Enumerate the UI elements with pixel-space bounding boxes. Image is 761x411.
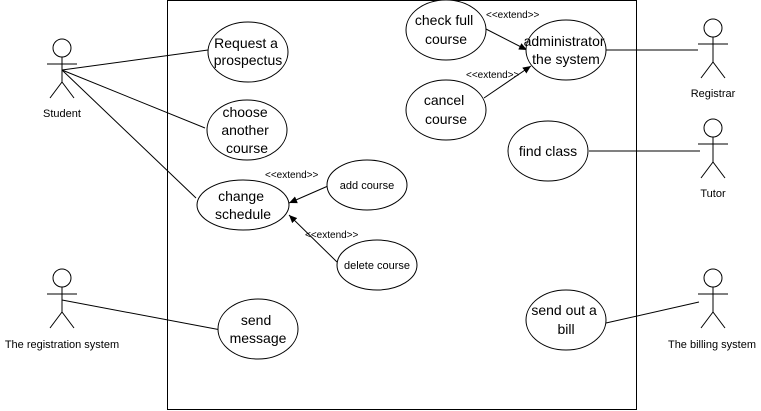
use-case-send-out-bill: send out a bill [525, 289, 607, 351]
svg-text:cancel course: cancel course [424, 92, 468, 127]
use-case-check-full-course: check full course [405, 0, 487, 61]
actor-billing-system-label: The billing system [668, 339, 756, 351]
actor-registrar-label: Registrar [691, 88, 736, 100]
use-case-send-message: send message [217, 298, 299, 360]
actor-tutor-label: Tutor [700, 188, 726, 200]
extend-label-add: <<extend>> [265, 170, 319, 181]
svg-text:send message: send message [230, 312, 287, 346]
use-case-choose-another-course: choose another course [206, 99, 288, 161]
actor-registration-system: The registration system [5, 268, 119, 351]
actor-student: Student [43, 38, 81, 120]
actor-registration-system-label: The registration system [5, 339, 119, 351]
svg-text:check full course: check full course [415, 12, 477, 47]
association-lines [61, 49, 700, 331]
use-case-change-schedule: change schedule [196, 179, 290, 231]
extend-label-check: <<extend>> [486, 10, 540, 21]
use-case-find-class: find class [507, 120, 589, 182]
actor-tutor: Tutor [698, 118, 728, 200]
svg-text:send out a bill: send out a bill [531, 302, 600, 337]
use-case-request-prospectus: Request a prospectus [207, 21, 289, 83]
use-case-administrator-system: administrator the system [524, 19, 609, 81]
svg-text:delete course: delete course [344, 260, 410, 272]
svg-text:change schedule: change schedule [215, 188, 271, 222]
svg-text:add course: add course [340, 180, 394, 192]
svg-text:find class: find class [519, 143, 577, 159]
use-case-cancel-course: cancel course [405, 79, 487, 141]
extend-label-cancel: <<extend>> [466, 70, 520, 81]
svg-text:choose another cou: choose another course [221, 104, 272, 156]
actor-student-label: Student [43, 108, 81, 120]
extend-label-delete: <<extend>> [305, 230, 359, 241]
actor-billing-system: The billing system [668, 268, 756, 351]
use-case-add-course: add course [326, 159, 408, 211]
use-case-delete-course: delete course [336, 239, 418, 291]
actor-registrar: Registrar [691, 18, 736, 100]
extend-arrows [288, 27, 532, 263]
svg-text:Request a prospectus: Request a prospectus [214, 35, 282, 68]
svg-text:administrator the system: administrator the system [524, 33, 609, 67]
